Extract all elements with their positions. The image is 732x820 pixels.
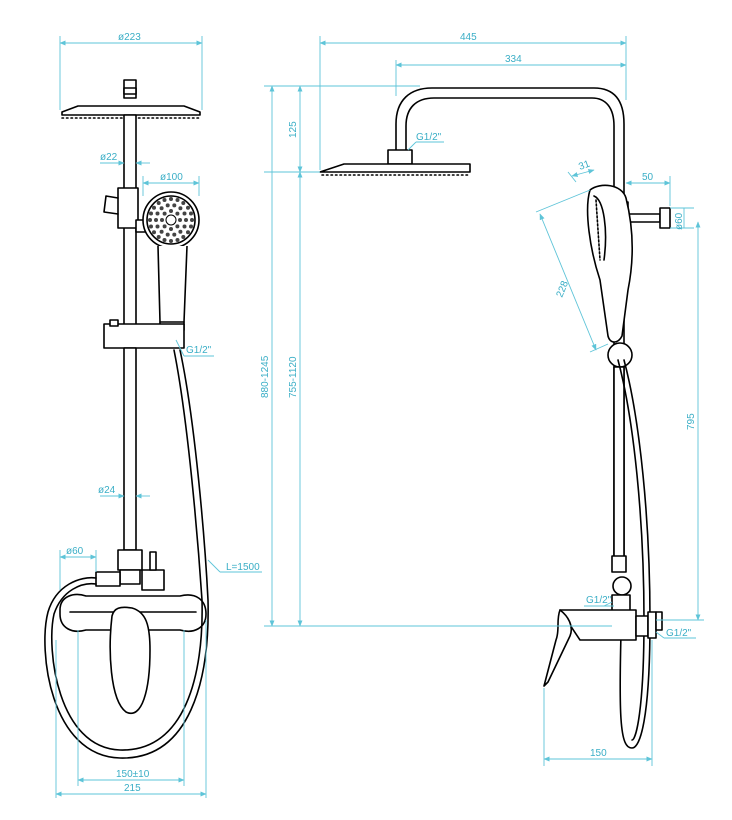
spray-nozzle (165, 232, 170, 237)
side-view: 445 334 125 G1/2" 880-1245 755-1120 31 2… (260, 32, 704, 766)
dim-total-width: 215 (124, 783, 141, 794)
spray-nozzle (189, 211, 193, 216)
side-slider (607, 342, 633, 368)
dim-height-head: 755-1120 (288, 356, 299, 398)
spray-nozzle (162, 238, 167, 242)
slide-bar (103, 323, 185, 349)
spray-nozzle (175, 211, 180, 216)
spray-nozzle (155, 224, 160, 229)
spray-nozzle (159, 206, 164, 211)
side-rain-head (319, 149, 471, 176)
spray-nozzle (186, 205, 190, 210)
dim-reach-total: 445 (460, 32, 477, 43)
dim-head-diameter: ø223 (118, 32, 141, 43)
diverter (95, 549, 165, 591)
mixer-body (59, 593, 207, 715)
spray-nozzle (178, 218, 182, 222)
spray-nozzle (149, 224, 153, 229)
spray-nozzle (181, 235, 186, 239)
shower-hose-inner (51, 349, 203, 751)
dim-handshower-offset: 31 (577, 159, 592, 173)
spray-nozzle (162, 198, 167, 202)
dim-escutcheon: ø60 (66, 546, 84, 557)
front-dimensions: ø223 ø22 ø100 G1/2" ø24 ø60 L=1500 (55, 32, 262, 798)
spray-nozzle (169, 197, 173, 201)
side-dimensions: 445 334 125 G1/2" 880-1245 755-1120 31 2… (260, 32, 704, 766)
spray-nozzle (175, 238, 180, 242)
shower-hose (44, 349, 209, 759)
side-hose-inner (617, 359, 645, 741)
side-hand-shower (586, 184, 634, 343)
spray-nozzle (162, 211, 167, 216)
spray-nozzle (182, 211, 187, 216)
rain-shower-head (61, 79, 201, 119)
spray-nozzle (190, 218, 194, 222)
dim-wall-fixing: ø60 (674, 212, 685, 230)
dim-pipe-bottom: ø24 (98, 485, 116, 496)
dim-pipe-top: ø22 (100, 152, 118, 163)
spray-nozzle (169, 239, 173, 243)
thread-diverter: G1/2" (586, 595, 612, 606)
spray-nozzle (181, 201, 186, 205)
spray-nozzle (165, 203, 170, 208)
dim-mixer-depth: 150 (590, 748, 607, 759)
hose-length: L=1500 (226, 562, 260, 573)
lower-riser-pipe (123, 347, 137, 551)
spray-nozzle (155, 211, 160, 216)
spray-nozzle (182, 224, 187, 229)
spray-nozzle (149, 211, 153, 216)
dim-arm-reach: 334 (505, 54, 522, 65)
shower-arm (395, 87, 625, 561)
hand-shower (142, 191, 200, 331)
spray-nozzle (152, 230, 156, 235)
spray-nozzle (156, 235, 161, 239)
spray-nozzle (172, 203, 177, 208)
spray-nozzle (169, 227, 173, 231)
thread-inlet: G1/2" (666, 628, 692, 639)
side-hose (619, 359, 651, 749)
dim-head-drop: 125 (288, 121, 299, 138)
dim-handshower: ø100 (160, 172, 183, 183)
dim-fixing-height: 795 (686, 413, 697, 430)
shower-arm-inner (405, 97, 615, 561)
dim-wall-offset: 50 (642, 172, 654, 183)
spray-nozzle (169, 209, 173, 213)
spray-nozzle (148, 218, 152, 222)
thread-head: G1/2" (416, 132, 442, 143)
spray-nozzle (162, 224, 167, 229)
front-view: ø223 ø22 ø100 G1/2" ø24 ø60 L=1500 (44, 32, 262, 798)
spray-center (165, 214, 177, 226)
spray-nozzle (154, 218, 158, 222)
spray-nozzle (184, 218, 188, 222)
spray-nozzle (172, 232, 177, 237)
thread-hose: G1/2" (186, 345, 212, 356)
spray-nozzle (156, 201, 161, 205)
spray-nozzle (178, 206, 183, 211)
spray-nozzle (186, 230, 190, 235)
spray-nozzle (175, 224, 180, 229)
dim-handshower-length: 228 (555, 279, 572, 299)
spray-nozzle (178, 229, 183, 234)
side-mixer (543, 609, 663, 687)
side-lower-riser (613, 366, 625, 558)
spray-nozzle (189, 224, 193, 229)
spray-nozzle (152, 205, 156, 210)
dim-centers: 150±10 (116, 769, 150, 780)
side-diverter (611, 555, 632, 612)
dim-height-total: 880-1245 (260, 355, 271, 398)
spray-nozzle (159, 229, 164, 234)
spray-nozzle (175, 198, 180, 202)
spray-nozzle (160, 218, 164, 222)
